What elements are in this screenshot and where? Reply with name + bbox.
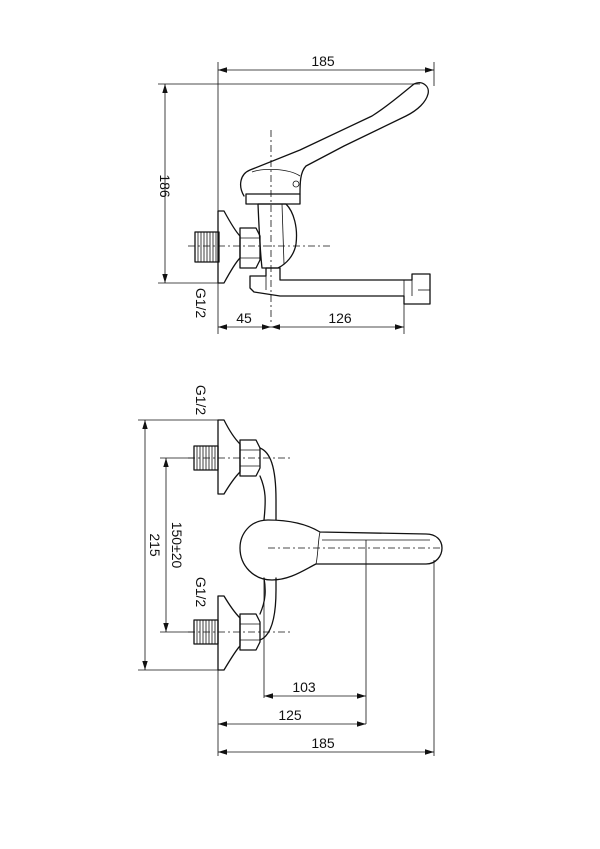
front-lever-handle [239,519,443,581]
front-valve-body [259,447,277,641]
side-hex-nut [239,227,261,269]
front-dim-103-label: 103 [292,679,316,695]
side-view: 185 186 G1/2 45 126 [157,53,435,334]
side-dim-185-label: 185 [311,53,335,69]
front-dim-215-label: 215 [147,533,163,557]
side-dim-186-label: 186 [157,174,173,198]
side-dim-45-label: 45 [236,310,252,326]
side-wall-flange [217,210,241,284]
front-dim-125-label: 125 [278,707,302,723]
side-cartridge-cap [245,193,301,205]
front-dim-centers-label: 150±20 [169,522,185,569]
front-view: G1/2 G1/2 150±20 215 103 125 185 [138,385,443,756]
side-thread-connector [194,231,220,263]
side-lever-handle [239,82,429,197]
front-thread-label-bottom: G1/2 [193,577,209,608]
side-dim-126-label: 126 [328,310,352,326]
front-dim-185-label: 185 [311,735,335,751]
side-valve-body [257,203,298,269]
side-thread-label: G1/2 [193,288,209,319]
side-spout [249,267,431,305]
front-thread-label-top: G1/2 [193,385,209,416]
front-thread-connector-top [193,419,261,495]
